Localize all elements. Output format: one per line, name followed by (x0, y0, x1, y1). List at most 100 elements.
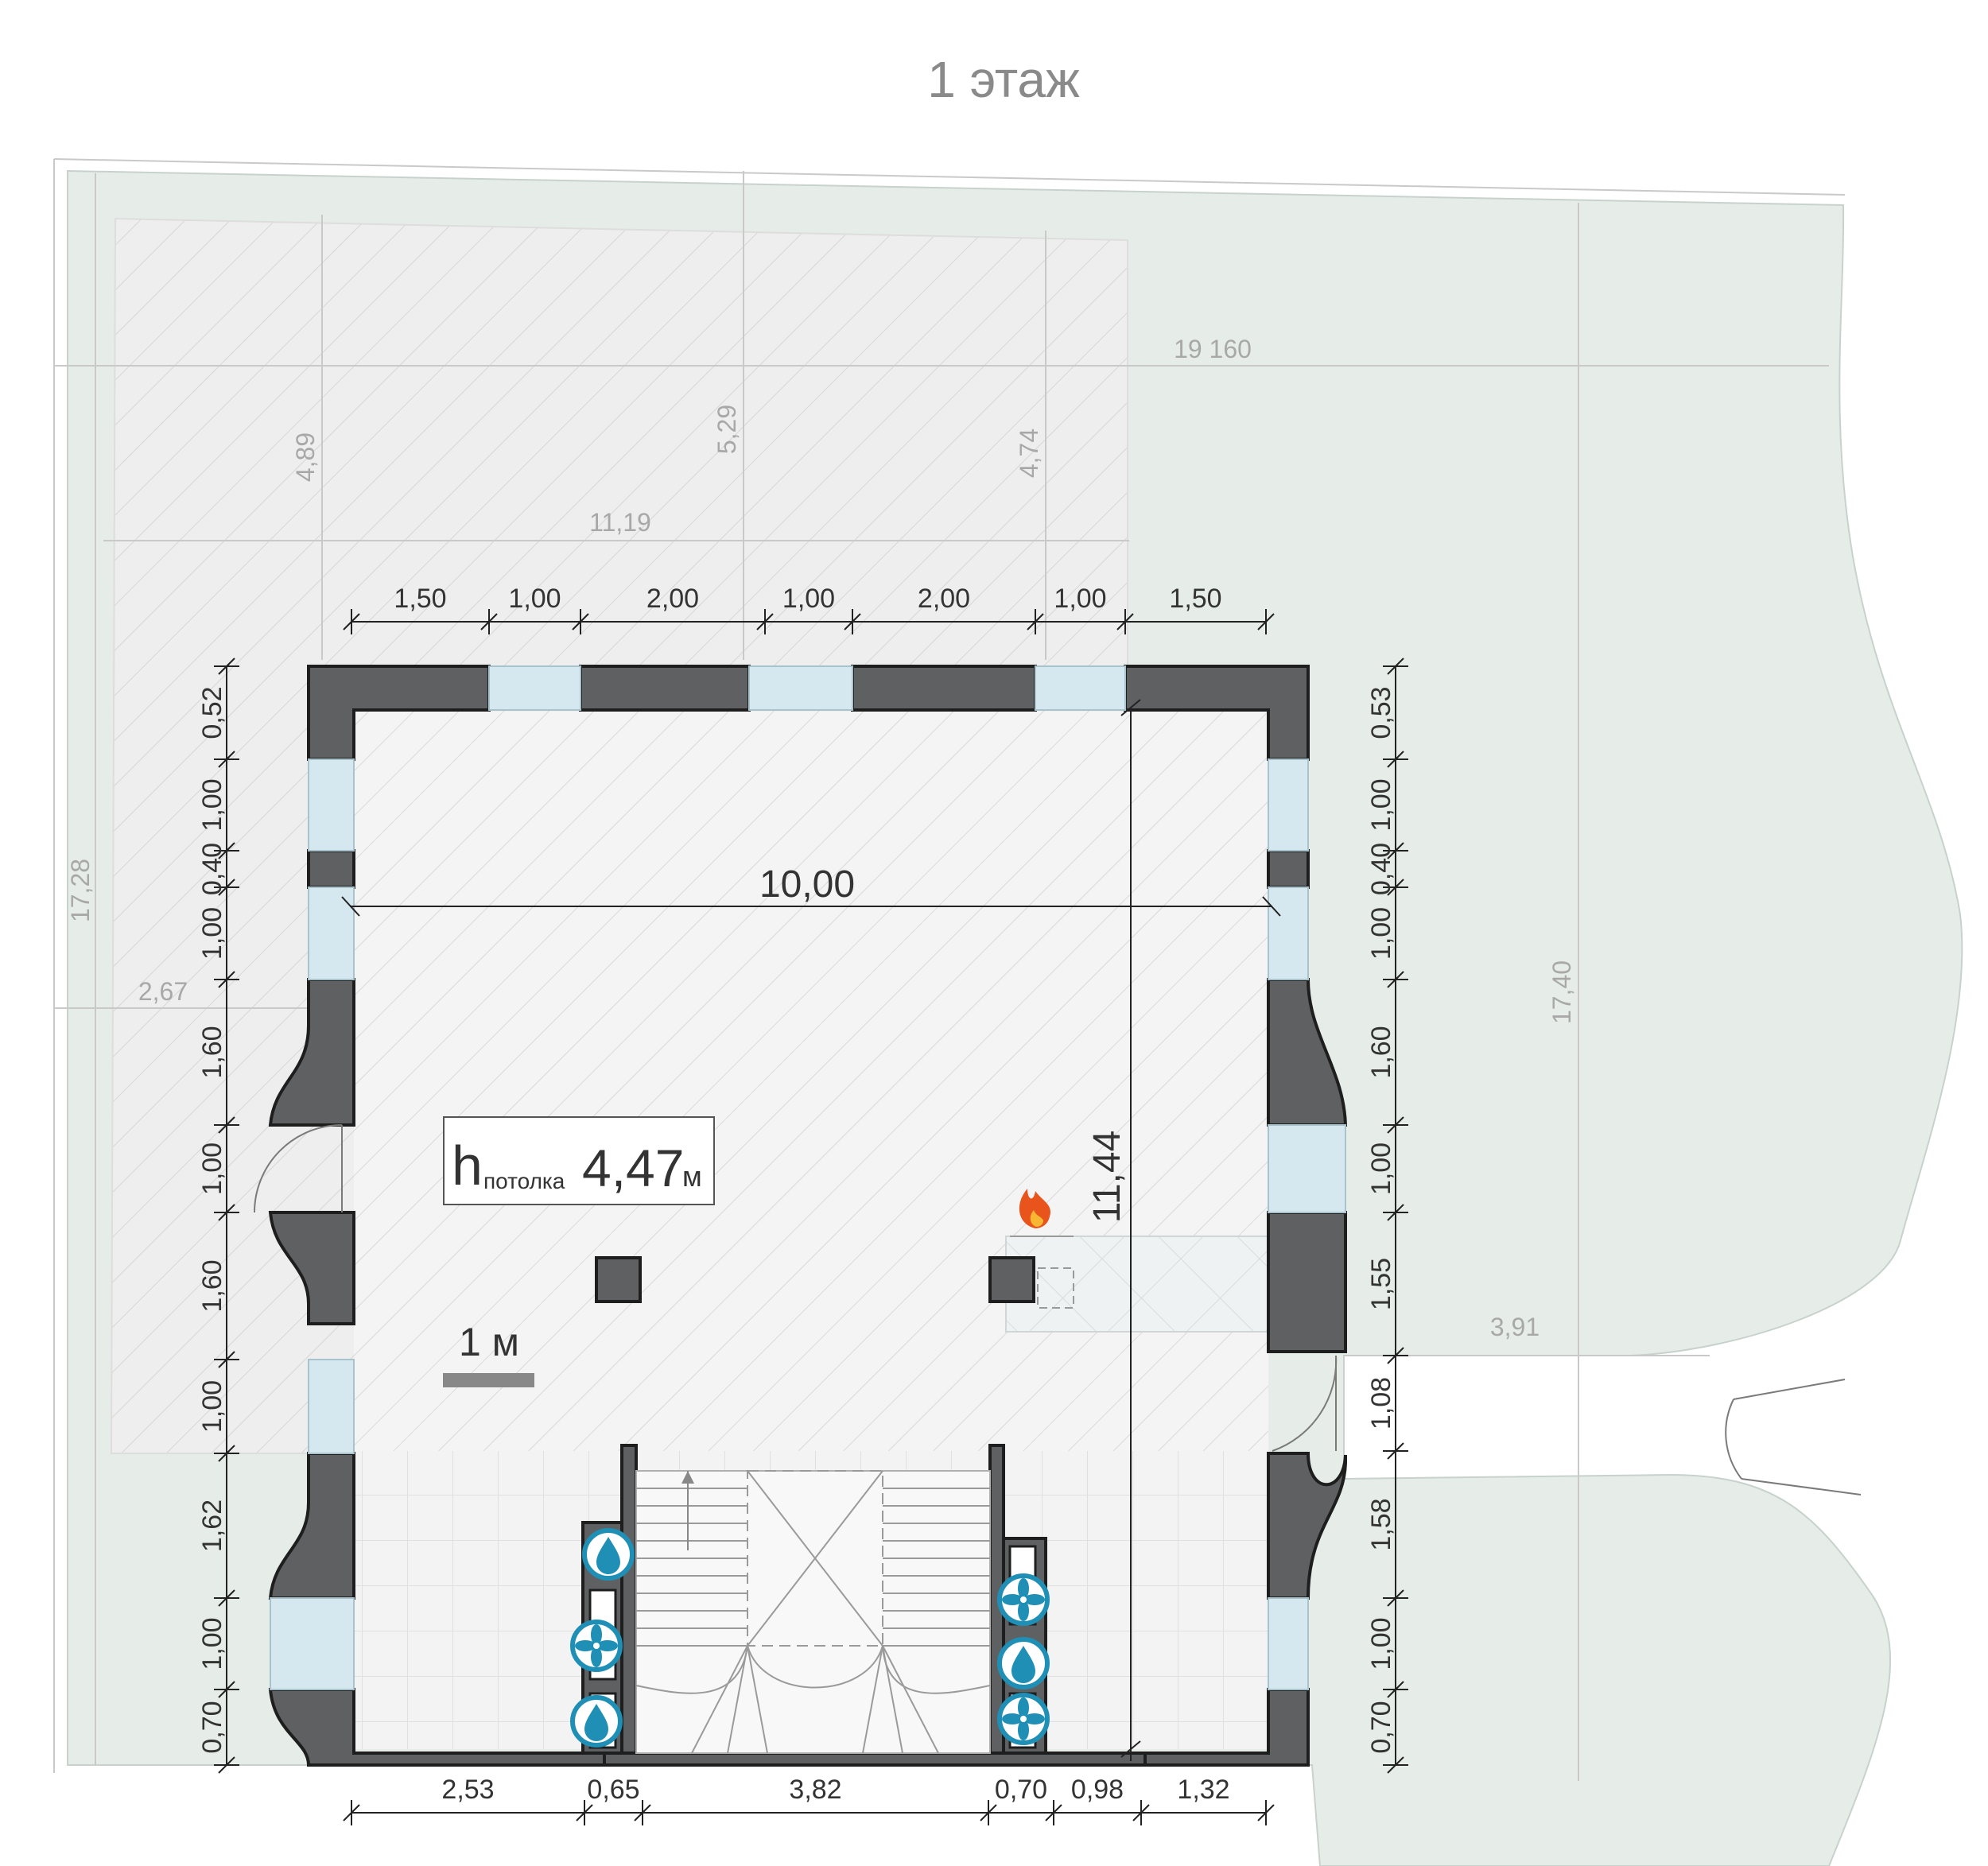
dim-right-tick (1387, 751, 1404, 768)
dim-top-label: 1,00 (1054, 584, 1106, 614)
dim-top-tick (1257, 613, 1275, 630)
ceiling-prefix: h (452, 1135, 483, 1197)
window-left-2 (308, 886, 355, 980)
fireplace-insert (1037, 1267, 1074, 1309)
dim-right-tick (1387, 1204, 1404, 1221)
dim-bottom-tick (634, 1804, 651, 1821)
dim-top-tick (480, 613, 498, 630)
window-left-4 (270, 1597, 355, 1690)
dim-right-label: 0,70 (1366, 1701, 1396, 1753)
window-right-3 (1268, 1124, 1346, 1213)
dim-bottom-label: 2,53 (441, 1775, 494, 1805)
scale-label: 1 м (459, 1320, 519, 1364)
dim-left-label: 1,00 (197, 1142, 227, 1195)
fan-icon (997, 1693, 1050, 1745)
site-total-width: 19 160 (1174, 335, 1252, 363)
dim-right-tick (1387, 1116, 1404, 1134)
site-right-depth: 17,40 (1547, 960, 1576, 1024)
windows (270, 665, 1346, 1690)
fire-icon (1019, 1189, 1050, 1228)
window-top-3 (1035, 665, 1126, 711)
ceiling-value: 4,47 (582, 1139, 684, 1197)
door-left (254, 1124, 343, 1213)
dim-right-tick (1387, 1442, 1404, 1460)
dim-left-label: 0,70 (197, 1701, 227, 1753)
dim-left-label: 1,60 (197, 1026, 227, 1078)
fireplace-hearth (1005, 1236, 1269, 1333)
site-terrace-width: 11,19 (589, 508, 651, 537)
dim-left-label: 0,52 (197, 686, 227, 739)
dim-right-label: 1,55 (1366, 1258, 1396, 1310)
dim-left-tick (218, 1589, 235, 1607)
dim-bottom-tick (1257, 1804, 1275, 1821)
dim-bottom-tick (1045, 1804, 1062, 1821)
water-drop-icon (997, 1637, 1050, 1689)
site-col-b: 5,29 (712, 405, 741, 454)
dim-top-tick (572, 613, 589, 630)
dim-left-tick (218, 1681, 235, 1698)
dim-right-tick (1387, 658, 1404, 675)
dim-right-tick (1387, 1756, 1404, 1774)
water-drop-icon (582, 1528, 635, 1581)
fan-icon (570, 1620, 623, 1672)
dim-right-tick (1387, 879, 1404, 896)
dim-left-label: 1,62 (197, 1499, 227, 1552)
site-left-offset: 2,67 (138, 977, 188, 1006)
ceiling-unit: м (682, 1160, 702, 1193)
inner-width-label: 10,00 (759, 863, 855, 906)
dim-left-label: 1,00 (197, 907, 227, 960)
dim-bottom-label: 0,70 (995, 1775, 1047, 1805)
dim-top-label: 1,50 (1169, 584, 1221, 614)
dim-left-tick (218, 971, 235, 988)
dim-left-tick (218, 1445, 235, 1462)
column-left (595, 1256, 642, 1303)
dim-right-label: 1,08 (1366, 1377, 1396, 1430)
window-top-2 (748, 665, 853, 711)
dim-right-tick (1387, 1681, 1404, 1698)
scale-bar: 1 м (443, 1320, 534, 1387)
gate-outside (1725, 1379, 1862, 1496)
dim-bottom-tick (980, 1804, 997, 1821)
dim-top-label: 2,00 (646, 584, 699, 614)
dim-right-label: 1,58 (1366, 1498, 1396, 1550)
dimension-chain-left: 0,521,000,401,001,601,001,601,001,621,00… (197, 658, 239, 1774)
dim-right-label: 1,00 (1366, 907, 1396, 960)
dim-bottom-tick (1132, 1804, 1150, 1821)
dim-left-tick (218, 1116, 235, 1134)
dim-left-label: 1,60 (197, 1259, 227, 1312)
dim-left-label: 1,00 (197, 1617, 227, 1670)
dim-top-label: 2,00 (918, 584, 970, 614)
dim-bottom-label: 3,82 (789, 1775, 841, 1805)
site-right-passage: 3,91 (1490, 1313, 1540, 1341)
staircase (635, 1470, 991, 1754)
dim-right-label: 0,40 (1366, 843, 1396, 895)
dim-left-tick (218, 658, 235, 675)
water-drop-icon (570, 1695, 623, 1748)
dim-top-tick (756, 613, 774, 630)
dim-right-label: 1,00 (1366, 778, 1396, 831)
dim-left-tick (218, 1351, 235, 1368)
door-right (1272, 1355, 1338, 1452)
ceiling-height-label: h потолка 4,47 м (443, 1116, 715, 1205)
column-right (988, 1256, 1035, 1303)
dim-left-tick (218, 751, 235, 768)
dim-top-label: 1,50 (394, 584, 446, 614)
dim-left-tick (218, 842, 235, 859)
inner-depth-label: 11,44 (1086, 1131, 1128, 1224)
dim-right-label: 1,60 (1366, 1026, 1396, 1078)
site-col-a: 4,89 (291, 433, 320, 482)
dim-right-tick (1387, 971, 1404, 988)
dim-right-tick (1387, 1347, 1404, 1364)
dim-top-tick (343, 613, 360, 630)
site-dimension-labels: 19 160 11,19 2,67 3,91 4,89 5,29 4,74 17… (66, 335, 1576, 1341)
window-right-1 (1268, 758, 1309, 852)
dim-top-label: 1,00 (508, 584, 561, 614)
inner-dimensions: 10,00 11,44 (341, 699, 1281, 1761)
dim-bottom-label: 1,32 (1177, 1775, 1229, 1805)
dim-left-label: 0,40 (197, 843, 227, 895)
dim-right-label: 0,53 (1366, 686, 1396, 739)
dim-left-tick (218, 1204, 235, 1221)
dim-left-label: 1,00 (197, 1380, 227, 1433)
dim-right-tick (1387, 1589, 1404, 1607)
